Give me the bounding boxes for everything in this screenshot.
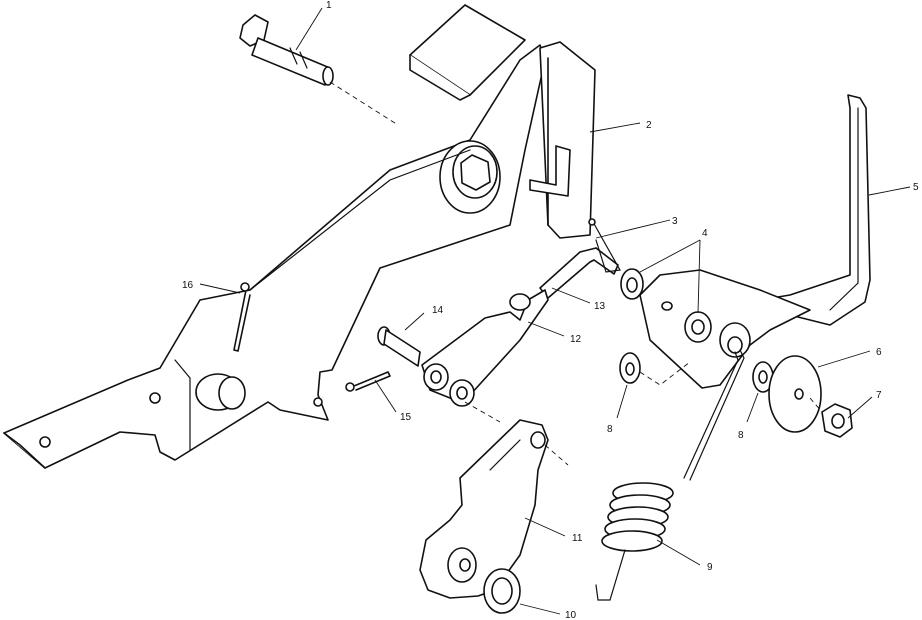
callout-9: 9 [707,562,713,573]
cotter-pin-lower [345,371,391,392]
washers [620,268,712,343]
main-bracket [3,4,596,469]
callout-1: 1 [326,0,332,11]
leader-lines [199,7,911,615]
callout-13: 13 [594,301,606,312]
clevis [421,289,549,407]
clevis-pin [377,326,421,367]
callout-16: 16 [182,280,194,291]
large-washer [768,355,822,433]
callout-8b: 8 [738,430,744,441]
cotter-pin-upper [233,282,251,352]
callout-8a: 8 [607,424,613,435]
nut [821,403,853,438]
callout-7: 7 [876,390,882,401]
lower-arm [419,419,549,599]
callouts: 1 2 3 4 5 6 7 8 8 9 10 11 12 13 14 15 16 [182,0,919,620]
callout-11: 11 [572,533,583,544]
callout-6: 6 [876,347,882,358]
bushing [483,568,521,614]
bolt [239,14,334,86]
callout-14: 14 [432,305,444,316]
spring [595,349,745,601]
callout-2: 2 [646,120,652,131]
callout-3: 3 [672,216,678,227]
callout-12: 12 [570,334,582,345]
callout-10: 10 [565,610,577,620]
callout-4: 4 [702,228,708,239]
hairpin-clip [588,218,621,273]
callout-15: 15 [400,412,412,423]
rod [539,247,619,299]
control-lever [639,94,871,389]
assembly-lines [329,81,823,466]
callout-5: 5 [913,182,919,193]
